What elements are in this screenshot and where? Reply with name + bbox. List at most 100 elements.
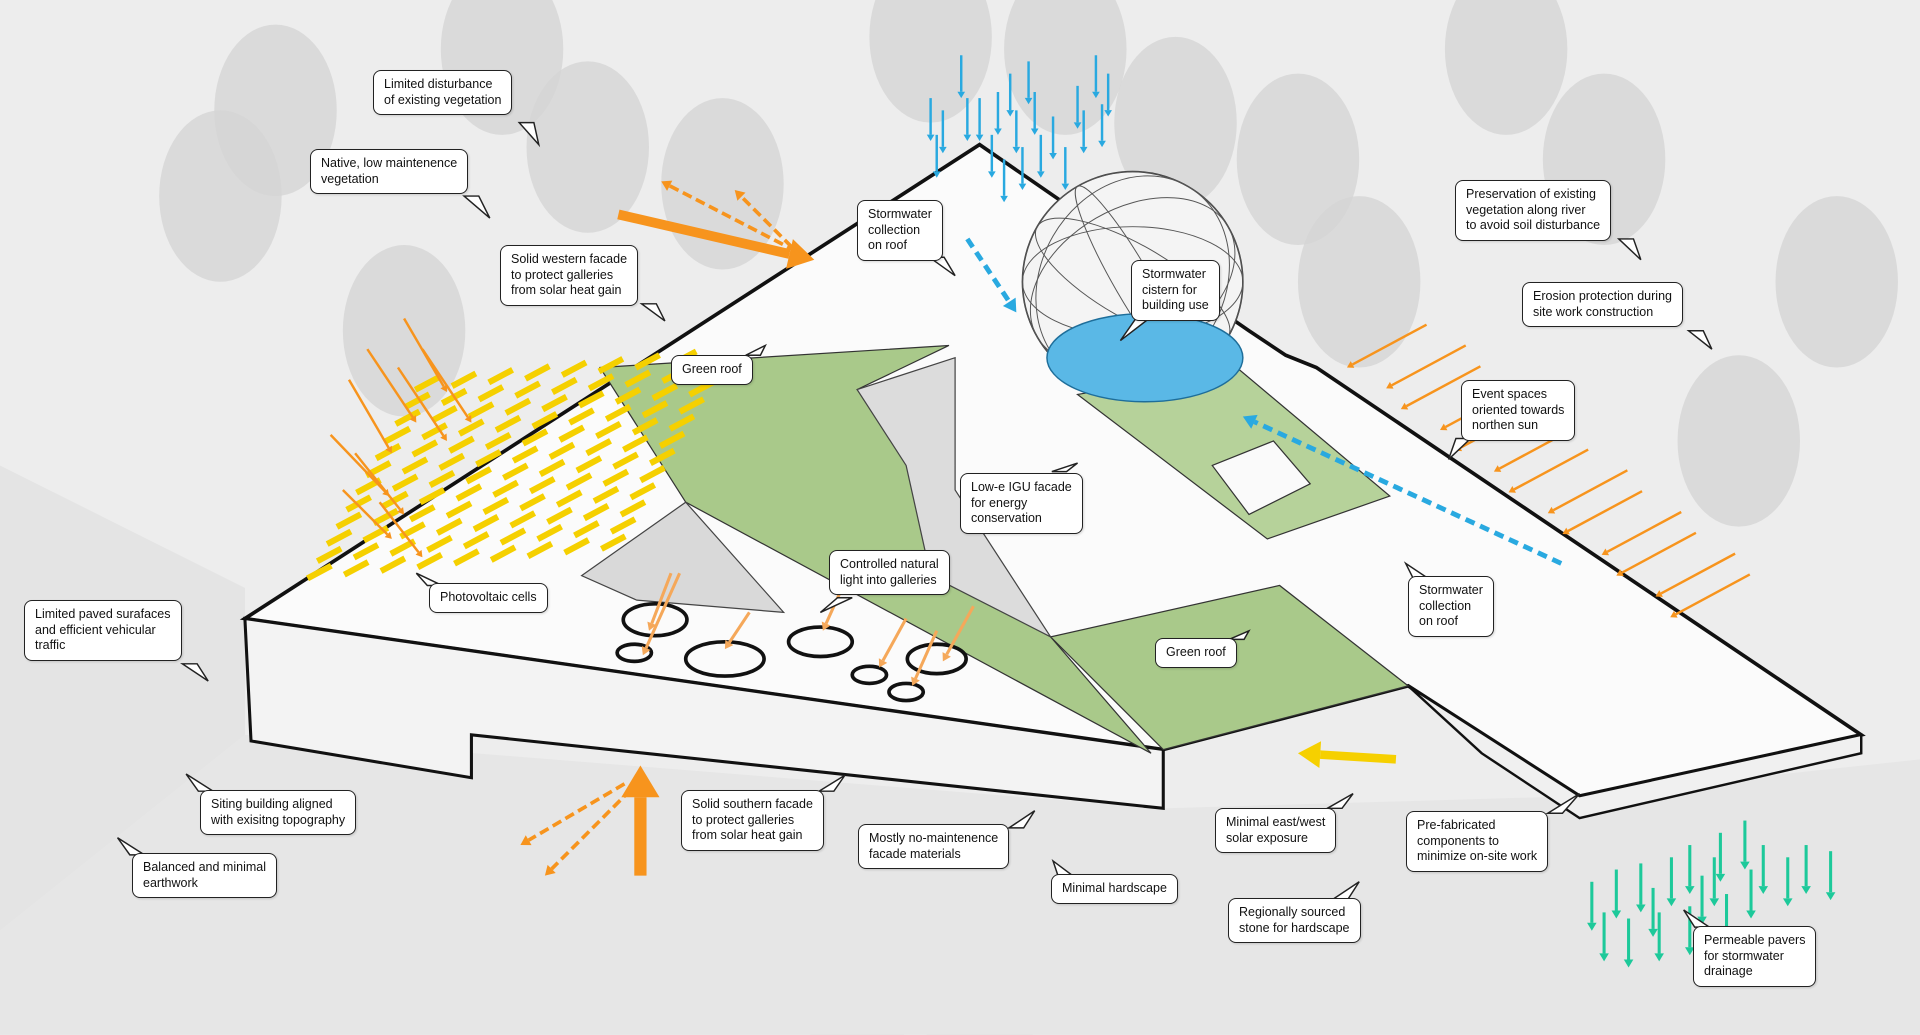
arrow-head bbox=[1601, 548, 1610, 556]
pv-panel bbox=[352, 542, 380, 561]
pv-panel bbox=[335, 511, 363, 530]
permeable-drainage-arrow bbox=[1611, 869, 1622, 919]
pv-panel bbox=[448, 435, 475, 454]
arrow-head bbox=[1104, 110, 1112, 117]
pv-panel bbox=[435, 517, 463, 536]
pv-panel bbox=[619, 499, 647, 518]
arrow-head bbox=[1611, 910, 1622, 919]
permeable-drainage-arrow bbox=[1623, 918, 1634, 968]
pv-panel bbox=[389, 538, 417, 557]
arrow-shaft bbox=[1513, 448, 1589, 491]
callout-minimal-hardscape: Minimal hardscape bbox=[1051, 874, 1178, 904]
permeable-drainage-arrow bbox=[1715, 832, 1726, 882]
arrow-head bbox=[464, 415, 472, 423]
arrow-shaft bbox=[329, 433, 386, 493]
pv-panel bbox=[634, 352, 661, 371]
pv-panel bbox=[492, 479, 519, 498]
pv-panel bbox=[431, 405, 458, 424]
callout-western-facade: Solid western facade to protect gallerie… bbox=[500, 245, 639, 306]
tree bbox=[1775, 196, 1898, 368]
pv-panel bbox=[602, 468, 630, 487]
arrow-head bbox=[1547, 506, 1556, 514]
rain-arrow bbox=[1061, 147, 1070, 190]
pv-panel bbox=[597, 356, 625, 375]
arrow-shaft bbox=[1351, 323, 1428, 366]
arrow-head bbox=[520, 835, 532, 846]
pv-panel bbox=[372, 507, 399, 526]
arrow-shaft bbox=[644, 572, 681, 649]
arrow-shaft bbox=[650, 572, 673, 624]
arrow-head bbox=[1002, 297, 1017, 313]
pv-panel bbox=[416, 551, 443, 571]
callout-tail bbox=[1616, 238, 1642, 261]
arrow-shaft bbox=[914, 630, 939, 680]
arrow-shaft bbox=[945, 605, 975, 656]
pv-panel bbox=[379, 555, 407, 574]
pv-panel bbox=[306, 563, 333, 582]
tree bbox=[1236, 73, 1360, 246]
pv-panel bbox=[345, 494, 372, 513]
pv-panel bbox=[413, 374, 441, 393]
callout-green-roof-2: Green roof bbox=[1155, 638, 1237, 668]
pv-panel bbox=[624, 369, 652, 388]
arrow-head bbox=[1685, 886, 1695, 895]
arrow-head bbox=[1648, 928, 1658, 937]
arrow-head bbox=[1670, 610, 1678, 618]
pv-panel bbox=[648, 447, 676, 466]
arrow-head bbox=[1092, 91, 1100, 99]
arrow-head bbox=[1073, 122, 1082, 129]
pv-panel bbox=[509, 510, 537, 529]
pv-panel bbox=[622, 434, 649, 453]
pv-panel bbox=[411, 439, 439, 458]
arrow-head bbox=[1030, 128, 1039, 135]
pv-panel bbox=[678, 396, 706, 415]
callout-tail bbox=[1229, 629, 1251, 641]
pv-panel bbox=[438, 452, 466, 471]
green-roof-east bbox=[1049, 584, 1410, 751]
arrow-head bbox=[397, 507, 405, 515]
callout-preservation-river: Preservation of existing vegetation alon… bbox=[1455, 180, 1612, 241]
pv-panel bbox=[538, 458, 566, 477]
pv-panel bbox=[658, 430, 686, 449]
solar-ray-arrow-east bbox=[1346, 323, 1428, 368]
arrow-head bbox=[1012, 146, 1021, 154]
arrow-head bbox=[911, 676, 920, 686]
daylight-arrow bbox=[647, 572, 673, 631]
pv-panel bbox=[384, 425, 412, 444]
arrow-head bbox=[415, 549, 423, 558]
callout-tail bbox=[816, 774, 846, 792]
rain-arrow bbox=[1049, 116, 1057, 160]
pv-panel bbox=[499, 527, 527, 546]
site-terrain bbox=[0, 465, 245, 931]
pv-panel bbox=[487, 367, 515, 386]
rain-arrow bbox=[988, 134, 996, 178]
skylight bbox=[786, 625, 855, 659]
skylights bbox=[615, 601, 968, 703]
arrow-head bbox=[621, 765, 660, 798]
event-pavilion bbox=[1211, 440, 1312, 516]
tree bbox=[526, 61, 649, 233]
pv-panel bbox=[526, 540, 554, 560]
permeable-drainage-arrow bbox=[1782, 857, 1793, 907]
callout-permeable-pavers: Permeable pavers for stormwater drainage bbox=[1693, 926, 1817, 987]
pv-panel bbox=[465, 466, 492, 485]
skylight bbox=[887, 681, 926, 703]
tree bbox=[1444, 0, 1568, 135]
pv-panel bbox=[629, 482, 657, 501]
pv-panel bbox=[391, 473, 419, 492]
arrow-head bbox=[544, 864, 556, 876]
callout-erosion-protection: Erosion protection during site work cons… bbox=[1522, 282, 1683, 327]
arrow-head bbox=[1715, 873, 1726, 882]
background-trees bbox=[159, 0, 1898, 1035]
pv-panel bbox=[546, 506, 573, 525]
solar-ray-arrow bbox=[378, 501, 423, 558]
pv-panel bbox=[453, 548, 480, 567]
pv-panel bbox=[551, 376, 578, 395]
arrow-head bbox=[1746, 910, 1756, 919]
pv-panel bbox=[472, 514, 500, 533]
callout-stormwater-roof-1: Stormwater collection on roof bbox=[857, 200, 943, 261]
skylight bbox=[905, 642, 968, 676]
skylight bbox=[683, 639, 766, 678]
permeable-drainage-arrow bbox=[1746, 869, 1756, 919]
arrow-shaft bbox=[1675, 573, 1751, 616]
